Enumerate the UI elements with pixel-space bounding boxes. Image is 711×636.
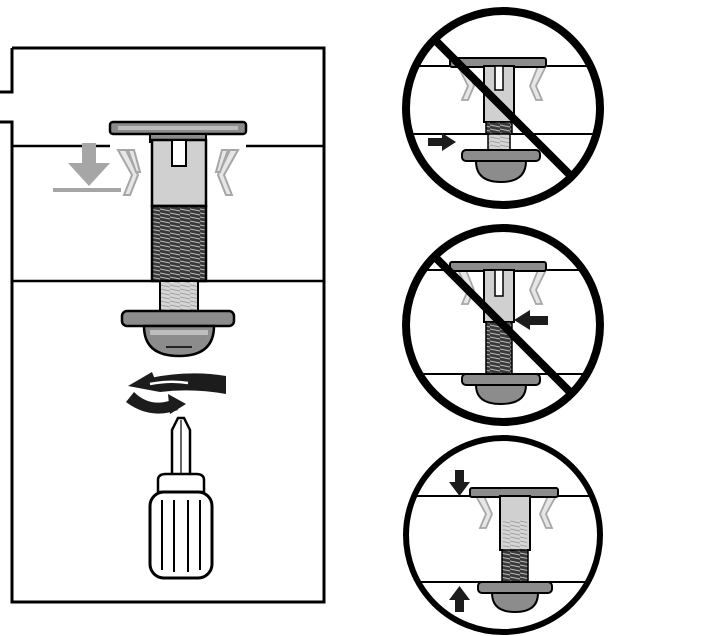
panel-frame: [0, 46, 326, 604]
up-arrow-icon: [449, 586, 470, 612]
down-arrow-icon: [449, 470, 470, 496]
screwdriver-icon: [148, 416, 214, 580]
prohibited-icon: [402, 224, 604, 426]
threaded-rod-lower: [159, 280, 199, 312]
correct-example: [403, 435, 603, 635]
main-step-panel: [0, 46, 326, 604]
threaded-rod: [150, 204, 208, 283]
wrong-example-2: [402, 224, 604, 426]
screw-head: [142, 324, 216, 358]
washer: [120, 309, 236, 328]
right-arrow-icon: [428, 133, 456, 151]
prohibited-icon: [402, 7, 604, 209]
sleeve: [150, 138, 208, 208]
left-arrow-icon: [514, 310, 548, 330]
rotation-arrow-icon: [126, 372, 226, 414]
correct-circle-frame: [403, 435, 603, 635]
wrong-example-1: [402, 7, 604, 209]
clip-legs-ghost: [116, 149, 240, 196]
down-arrow-icon: [53, 143, 121, 192]
